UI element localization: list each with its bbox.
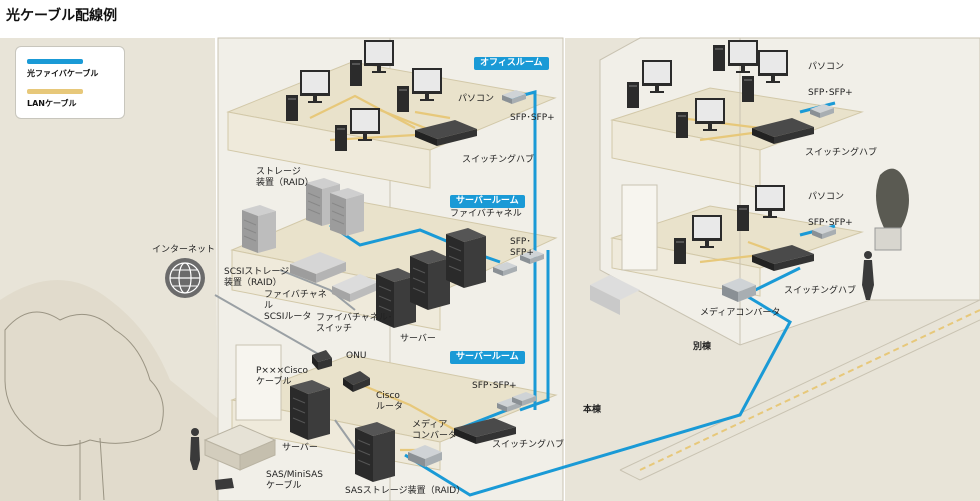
label-sfp-server-room: SFP･SFP+ [510,237,534,258]
label-onu: ONU [346,351,367,361]
label-pasokon-annex-top: パソコン [808,62,845,72]
label-internet: インターネット [152,245,216,255]
label-switching-hub-annex-low: スイッチングハブ [784,286,857,296]
label-media-converter-lower: メディアコンバータ [412,420,458,441]
legend-fiber-swatch [27,59,83,64]
legend: 光ファイバケーブル LANケーブル [15,46,125,119]
label-scsi-storage: SCSIストレージ装置（RAID） [224,267,290,288]
label-sfp-annex-top: SFP･SFP+ [808,88,853,98]
server-room-tag-lower: サーバールーム [450,351,525,364]
label-pasokon-main: パソコン [458,94,495,104]
label-pasokon-annex-low: パソコン [808,192,845,202]
label-betto: 別棟 [693,342,712,352]
label-storage-raid: ストレージ装置（RAID） [256,167,314,188]
legend-fiber-label: 光ファイバケーブル [27,69,99,78]
label-fc-switch: ファイバチャネル･スイッチ [316,313,393,334]
office-room-tag: オフィスルーム [474,57,549,70]
label-switching-hub-annex-top: スイッチングハブ [805,148,878,158]
legend-lan-label: LANケーブル [27,99,77,108]
label-sfp-annex-low: SFP･SFP+ [808,218,853,228]
label-honto: 本棟 [583,405,602,415]
label-media-converter-annex: メディアコンバータ [700,308,781,318]
server-room-tag-upper: サーバールーム [450,195,525,208]
label-switching-hub-lower: スイッチングハブ [492,440,565,450]
label-sfp-lower: SFP･SFP+ [472,381,517,391]
label-sas-storage: SASストレージ装置（RAID） [345,486,466,496]
label-sfp-main-top: SFP･SFP+ [510,113,555,123]
page-title: 光ケーブル配線例 [6,8,118,24]
label-fibre-channel-top: ファイバチャネル [450,209,522,219]
legend-lan-swatch [27,89,83,94]
label-server-mid: サーバー [400,334,436,344]
label-switching-hub-main-top: スイッチングハブ [462,155,535,165]
label-server-lower: サーバー [282,443,318,453]
